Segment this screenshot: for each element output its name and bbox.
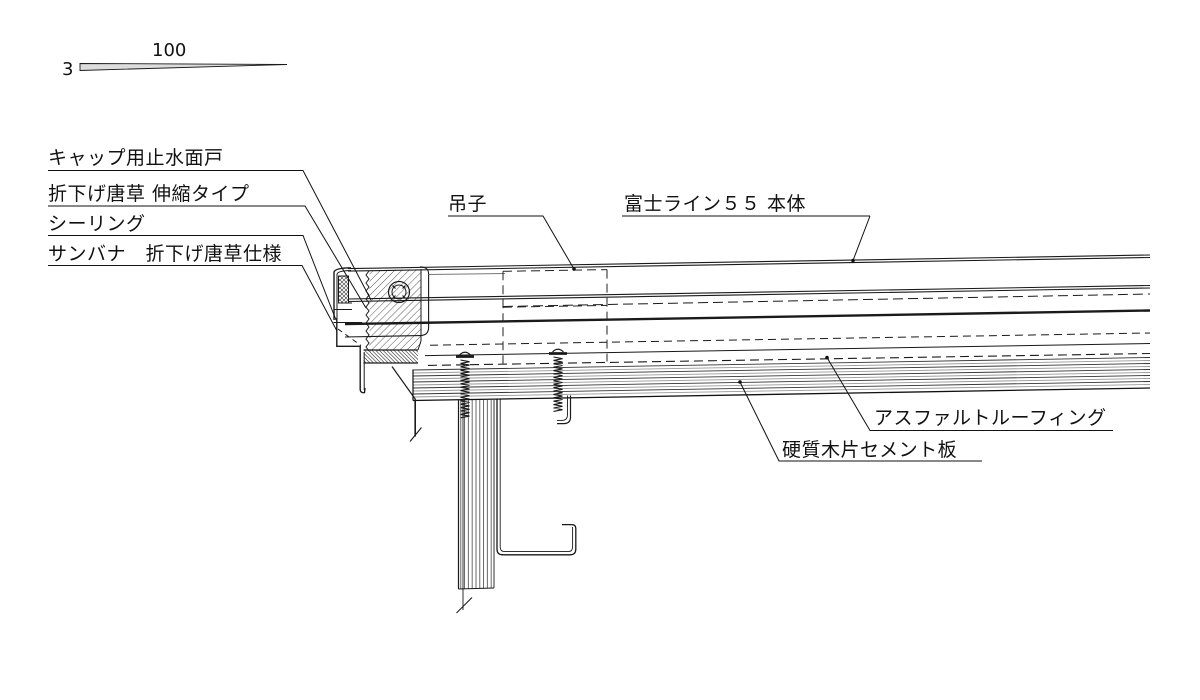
callout-label: アスファルトルーフィング (874, 407, 1106, 429)
cap-left-inner (336, 270, 352, 318)
cap-assembly (333, 267, 422, 442)
screw-right (549, 348, 567, 412)
leader-line (48, 235, 337, 321)
callout-label: サンバナ 折下げ唐草仕様 (48, 243, 282, 265)
cap-screw-head (387, 280, 411, 304)
slope-rise-label: 3 (62, 59, 73, 80)
hidden-fold-line (337, 328, 362, 346)
asphalt-roofing-line (427, 352, 1151, 366)
leader-line (448, 215, 575, 270)
leader-line (622, 215, 871, 261)
leader-dot (825, 355, 829, 360)
folded-flashing-dense-band (363, 350, 418, 363)
leader-dot (572, 267, 576, 271)
callout-cap-water-stop: キャップ用止水面戸 (48, 147, 372, 301)
callout-label: 折下げ唐草 伸縮タイプ (48, 183, 250, 205)
callout-label: 硬質木片セメント板 (782, 439, 957, 461)
cement-board (412, 357, 1151, 402)
leader-line (48, 205, 367, 309)
screw-threads (460, 359, 470, 419)
leader-dot (738, 380, 742, 384)
slope-run-label: 100 (152, 40, 186, 61)
callout-sanbana: サンバナ 折下げ唐草仕様 (48, 243, 338, 332)
callout-label: シーリング (48, 213, 146, 235)
fascia-board-hatch (458, 400, 494, 589)
cap-left-outer (333, 267, 352, 320)
callout-hanger-clip: 吊子 (448, 193, 576, 271)
karakusa-wood-block (338, 269, 421, 363)
expansion-zigzag-edge (365, 270, 370, 352)
sanbana-flashing (336, 318, 366, 394)
callout-cement-board: 硬質木片セメント板 (738, 380, 982, 462)
leader-dot (851, 258, 855, 263)
fascia-board (456, 400, 495, 614)
leader-line (48, 170, 372, 301)
callout-asphalt-roofing: アスファルトルーフィング (825, 355, 1113, 431)
callout-label: キャップ用止水面戸 (48, 147, 224, 169)
roof-panel-lines (344, 254, 1151, 366)
slope-indicator: 100 3 (62, 40, 288, 80)
callout-folded-karakusa: 折下げ唐草 伸縮タイプ (48, 183, 367, 309)
slope-wedge (79, 63, 288, 71)
callout-sealing: シーリング (48, 213, 337, 321)
water-stop-filler (338, 276, 349, 303)
c-channel-bracket (496, 395, 577, 556)
callout-label: 富士ライン５５ 本体 (624, 193, 806, 215)
screw-threads (553, 356, 563, 412)
leader-line (739, 381, 982, 462)
leader-line (826, 357, 1113, 431)
bracket-hook (557, 395, 572, 425)
callout-roof-panel: 富士ライン５５ 本体 (622, 193, 871, 263)
screw-left (456, 351, 474, 419)
callout-label: 吊子 (448, 193, 487, 215)
hanger-clip-hidden-outline (502, 269, 608, 364)
break-tick (409, 427, 422, 442)
leader-line (48, 265, 338, 332)
break-tick (456, 597, 473, 614)
cap-end-profile (344, 266, 506, 338)
